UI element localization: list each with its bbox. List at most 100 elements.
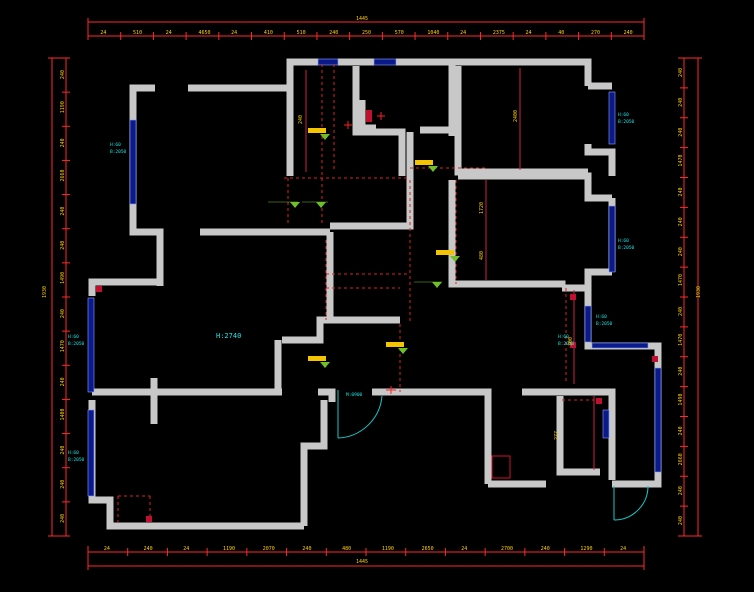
window-annotation: B:2050	[558, 341, 575, 347]
dimension-segment: 240	[60, 377, 66, 386]
red-annotations	[117, 64, 595, 522]
door-label: M:0900	[346, 392, 363, 398]
dimension-segment: 480	[342, 546, 351, 552]
window-annotation: H:60	[110, 142, 121, 148]
light-fixture	[308, 356, 330, 368]
light-fixture	[436, 250, 460, 262]
dimension-segment: 240	[60, 480, 66, 489]
dimension-segment: 240	[678, 426, 684, 435]
dimension-segment: 1470	[678, 334, 684, 346]
outlet-marker	[652, 356, 658, 362]
outlet-marker	[96, 286, 102, 292]
dimension-segment: 240	[678, 486, 684, 495]
dimension-segment: 240	[678, 98, 684, 107]
dimension-segment: 1190	[223, 546, 235, 552]
dimension-segment: 240	[60, 207, 66, 216]
window-mid-horizontal	[591, 342, 649, 349]
window-annotation: H:60	[596, 314, 607, 320]
dimension-segment: 240	[678, 307, 684, 316]
dimension-segment: 2070	[263, 546, 275, 552]
dimension-segment: 1040	[427, 30, 439, 36]
dimension-left: 1930 24011902402660240240149024014702401…	[42, 57, 70, 537]
window-annotation: B:2050	[596, 321, 613, 327]
outlet-marker	[491, 455, 511, 479]
dimension-segment: 240	[541, 546, 550, 552]
dimension-segment: 1290	[580, 546, 592, 552]
window-annotation: B:2050	[68, 457, 85, 463]
dimension-segment: 40	[558, 30, 564, 36]
window-annotation: H:60	[68, 450, 79, 456]
crosshair-markers	[344, 112, 396, 394]
dimension-segment: 1470	[678, 274, 684, 286]
window-right-bedroom-2	[608, 205, 616, 273]
window-left-living	[87, 297, 95, 393]
dimension-segment: 240	[60, 138, 66, 147]
window-top-1	[317, 58, 339, 66]
dimension-segment: 240	[678, 516, 684, 525]
light-fixture	[302, 201, 328, 208]
dimension-right: 1930 24024024014702402402401470240147024…	[678, 57, 702, 537]
dimension-segment: 1470	[60, 340, 66, 352]
window-annotation: H:60	[618, 112, 629, 118]
window-left-bedroom	[129, 119, 137, 205]
dimension-segment: 1470	[678, 155, 684, 167]
inner-dim: 300	[568, 337, 574, 346]
dimension-segment: 2700	[501, 546, 513, 552]
outlet-marker	[366, 110, 372, 122]
inner-dim: 480	[479, 251, 485, 260]
dimension-segment: 510	[133, 30, 142, 36]
inner-dim: 277	[554, 431, 560, 440]
dimension-segment: 240	[60, 241, 66, 250]
dimension-segment: 2660	[60, 169, 66, 181]
dimension-segment: 1490	[60, 272, 66, 284]
dimension-segment: 4650	[198, 30, 210, 36]
dimension-segment: 250	[362, 30, 371, 36]
dimension-segment: 270	[591, 30, 600, 36]
dimension-segment: 1190	[382, 546, 394, 552]
dimension-segment: 24	[104, 546, 110, 552]
window-annotation: B:2050	[618, 245, 635, 251]
light-fixture	[268, 201, 300, 208]
outlet-marker	[596, 398, 602, 404]
dimension-segment: 240	[302, 546, 311, 552]
living-room-height-label: H:2740	[216, 332, 241, 340]
dimension-segment: 240	[678, 187, 684, 196]
window-annotation: H:60	[618, 238, 629, 244]
light-fixture	[308, 128, 330, 140]
outlet-marker	[570, 294, 576, 300]
window-top-2	[373, 58, 397, 66]
dimension-segment: 240	[678, 128, 684, 137]
window-left-bottom	[87, 409, 95, 497]
dimension-segment: 240	[60, 70, 66, 79]
dimension-segment: 24	[620, 546, 626, 552]
dimension-segment: 2650	[422, 546, 434, 552]
window-right-balcony	[654, 367, 662, 473]
window-annotation: B:2050	[110, 149, 127, 155]
dimension-segment: 240	[678, 68, 684, 77]
balcony-door-swing	[613, 485, 649, 521]
window-annotation: B:2050	[68, 341, 85, 347]
window-annotation: H:60	[558, 334, 569, 340]
window-annotation: H:60	[68, 334, 79, 340]
dimension-segment: 510	[297, 30, 306, 36]
dimension-segment: 24	[460, 30, 466, 36]
dimension-segment: 24	[461, 546, 467, 552]
dimension-segment: 2375	[493, 30, 505, 36]
dimension-segment: 240	[678, 217, 684, 226]
dimension-segment: 24	[183, 546, 189, 552]
outlets	[96, 110, 658, 522]
window-annotation: B:2050	[618, 119, 635, 125]
dimension-segment: 24	[526, 30, 532, 36]
top-total-dim: 1445	[356, 16, 368, 22]
dimension-segment: 410	[264, 30, 273, 36]
dimension-segment: 570	[395, 30, 404, 36]
window-right-bedroom-1	[608, 91, 616, 145]
dimension-segment: 1400	[60, 408, 66, 420]
window-right-mid	[584, 305, 592, 343]
dimension-segment: 1490	[678, 394, 684, 406]
dimension-segment: 24	[231, 30, 237, 36]
dimension-segment: 240	[329, 30, 338, 36]
inner-dim: 1720	[479, 202, 485, 214]
dimension-segment: 240	[60, 309, 66, 318]
